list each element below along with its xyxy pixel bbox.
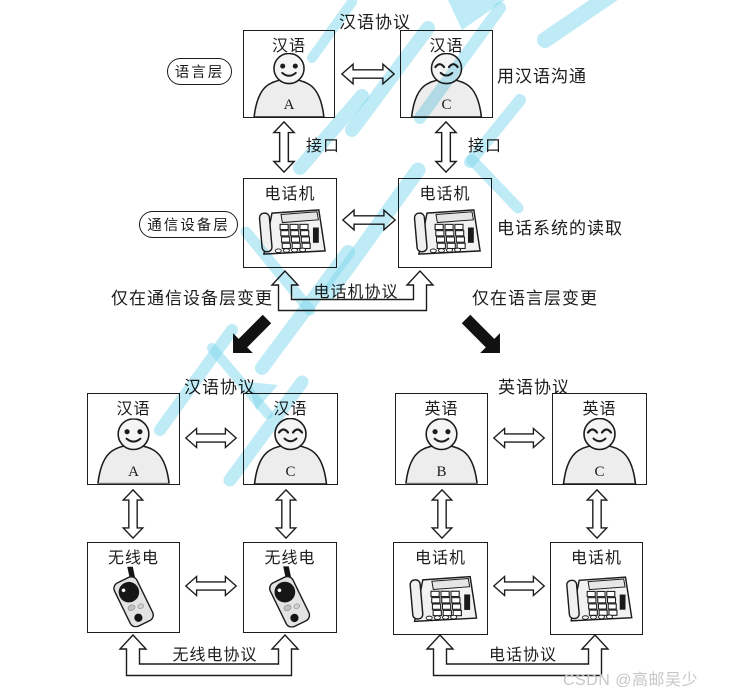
person-box-b-br: 英语 B (395, 393, 488, 485)
language-layer-badge: 语言层 (167, 58, 232, 85)
device-note: 电话系统的读取 (497, 219, 623, 238)
telephone-protocol-label: 电话协议 (488, 647, 557, 664)
double-arrow-horizontal-icon (341, 206, 397, 234)
change-note-left: 仅在通信设备层变更 (111, 289, 273, 308)
phone-box-right-br: 电话机 (550, 542, 643, 635)
double-arrow-horizontal-icon (492, 424, 546, 452)
radio-label: 无线电 (264, 550, 316, 567)
radio-label: 无线电 (107, 550, 159, 567)
phone-box-right-top: 电话机 (398, 178, 492, 268)
double-arrow-vertical-icon (428, 488, 456, 540)
walkie-talkie-icon (248, 564, 333, 630)
person-box-c-bl: 汉语 C (243, 393, 338, 485)
telephone-icon (248, 199, 333, 265)
interface-label-right: 接口 (468, 138, 503, 155)
csdn-credit: CSDN @高邮吴少 (563, 672, 699, 689)
double-arrow-vertical-icon (583, 488, 611, 540)
double-arrow-horizontal-icon (184, 424, 238, 452)
phone-box-left-br: 电话机 (393, 542, 488, 635)
double-arrow-horizontal-icon (184, 572, 238, 600)
double-arrow-horizontal-icon (492, 572, 546, 600)
person-letter: C (285, 464, 296, 480)
black-arrow-down-right-icon (461, 314, 500, 353)
double-arrow-horizontal-icon (340, 60, 396, 88)
communicate-note: 用汉语沟通 (497, 67, 587, 86)
person-box-c-br: 英语 C (552, 393, 647, 485)
person-box-a-bl: 汉语 A (87, 393, 180, 485)
change-note-right: 仅在语言层变更 (472, 289, 598, 308)
person-letter: A (128, 464, 139, 480)
telephone-icon (398, 566, 484, 632)
language-label: 汉语 (116, 401, 151, 418)
language-label: 英语 (582, 401, 617, 418)
double-arrow-vertical-icon (432, 120, 460, 174)
person-box-c-top: 汉语 C (400, 30, 493, 118)
person-letter: C (594, 464, 605, 480)
double-arrow-vertical-icon (270, 120, 298, 174)
device-layer-badge: 通信设备层 (139, 211, 238, 238)
phone-label: 电话机 (570, 550, 622, 567)
person-letter: B (436, 464, 447, 480)
telephone-icon (555, 566, 639, 632)
radio-protocol-label: 无线电协议 (172, 647, 258, 664)
person-letter: A (283, 97, 295, 113)
double-arrow-vertical-icon (119, 488, 147, 540)
phone-label: 电话机 (414, 550, 466, 567)
walkie-talkie-icon (92, 564, 176, 630)
black-arrow-down-left-icon (233, 314, 272, 353)
radio-box-left: 无线电 (87, 542, 180, 633)
person-letter: C (441, 97, 452, 113)
telephone-icon (403, 199, 488, 265)
language-label: 汉语 (271, 38, 306, 55)
phone-protocol-label: 电话机协议 (313, 284, 399, 301)
double-arrow-vertical-icon (272, 488, 300, 540)
interface-label-left: 接口 (306, 138, 341, 155)
phone-label: 电话机 (264, 186, 316, 203)
phone-label: 电话机 (419, 186, 471, 203)
radio-protocol-bracket (118, 633, 300, 677)
phone-box-left-top: 电话机 (243, 178, 337, 268)
radio-box-right: 无线电 (243, 542, 337, 633)
language-label: 汉语 (273, 401, 308, 418)
bottom-right-protocol-title: 英语协议 (498, 378, 570, 397)
telephone-protocol-bracket (425, 633, 610, 677)
language-label: 英语 (424, 401, 459, 418)
person-box-a-top: 汉语 A (243, 30, 335, 118)
